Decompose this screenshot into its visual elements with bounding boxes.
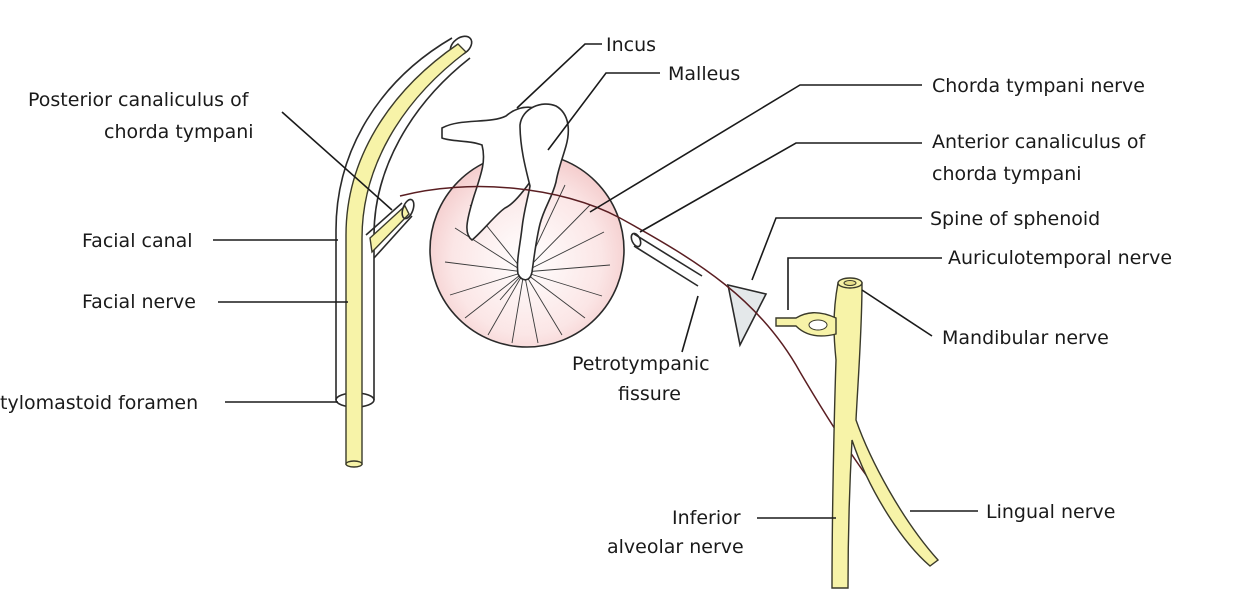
label-mandibular-nerve: Mandibular nerve bbox=[942, 327, 1109, 349]
label-petrotympanic-fissure-line1: Petrotympanic bbox=[572, 353, 710, 375]
label-inferior-alveolar-line2: alveolar nerve bbox=[607, 536, 744, 558]
label-facial-canal: Facial canal bbox=[82, 230, 193, 252]
label-auriculotemporal-nerve: Auriculotemporal nerve bbox=[948, 247, 1172, 269]
label-spine-of-sphenoid: Spine of sphenoid bbox=[930, 208, 1100, 230]
mandibular-nerve bbox=[831, 277, 940, 589]
chorda-tympani-nerve-line bbox=[399, 185, 936, 563]
spine-of-sphenoid bbox=[726, 283, 768, 348]
label-petrotympanic-fissure-line2: fissure bbox=[618, 383, 681, 405]
label-inferior-alveolar-line1: Inferior bbox=[672, 507, 741, 529]
labels: Incus Malleus Chorda tympani nerve Anter… bbox=[0, 34, 1172, 558]
posterior-canaliculus bbox=[365, 198, 415, 259]
label-stylomastoid-foramen: tylomastoid foramen bbox=[0, 392, 198, 414]
label-anterior-canaliculus-line2: chorda tympani bbox=[932, 163, 1082, 185]
label-incus: Incus bbox=[606, 34, 656, 56]
label-posterior-canaliculus-line1: Posterior canaliculus of bbox=[28, 89, 250, 111]
facial-nerve bbox=[345, 43, 468, 468]
auriculotemporal-nerve bbox=[775, 312, 837, 337]
leader-lines bbox=[213, 43, 978, 519]
label-posterior-canaliculus-line2: chorda tympani bbox=[104, 121, 254, 143]
label-chorda-tympani-nerve: Chorda tympani nerve bbox=[932, 75, 1145, 97]
label-malleus: Malleus bbox=[668, 63, 740, 85]
label-facial-nerve: Facial nerve bbox=[82, 291, 196, 313]
anterior-canaliculus bbox=[630, 232, 703, 287]
label-anterior-canaliculus-line1: Anterior canaliculus of bbox=[932, 131, 1146, 153]
label-lingual-nerve: Lingual nerve bbox=[986, 501, 1115, 523]
